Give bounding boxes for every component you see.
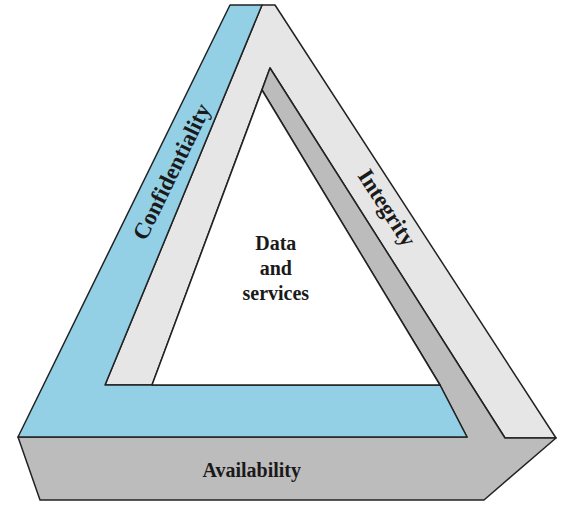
blue-face [18,5,467,437]
band-label: Availability [203,459,302,482]
center-label: Data and services [243,231,310,306]
